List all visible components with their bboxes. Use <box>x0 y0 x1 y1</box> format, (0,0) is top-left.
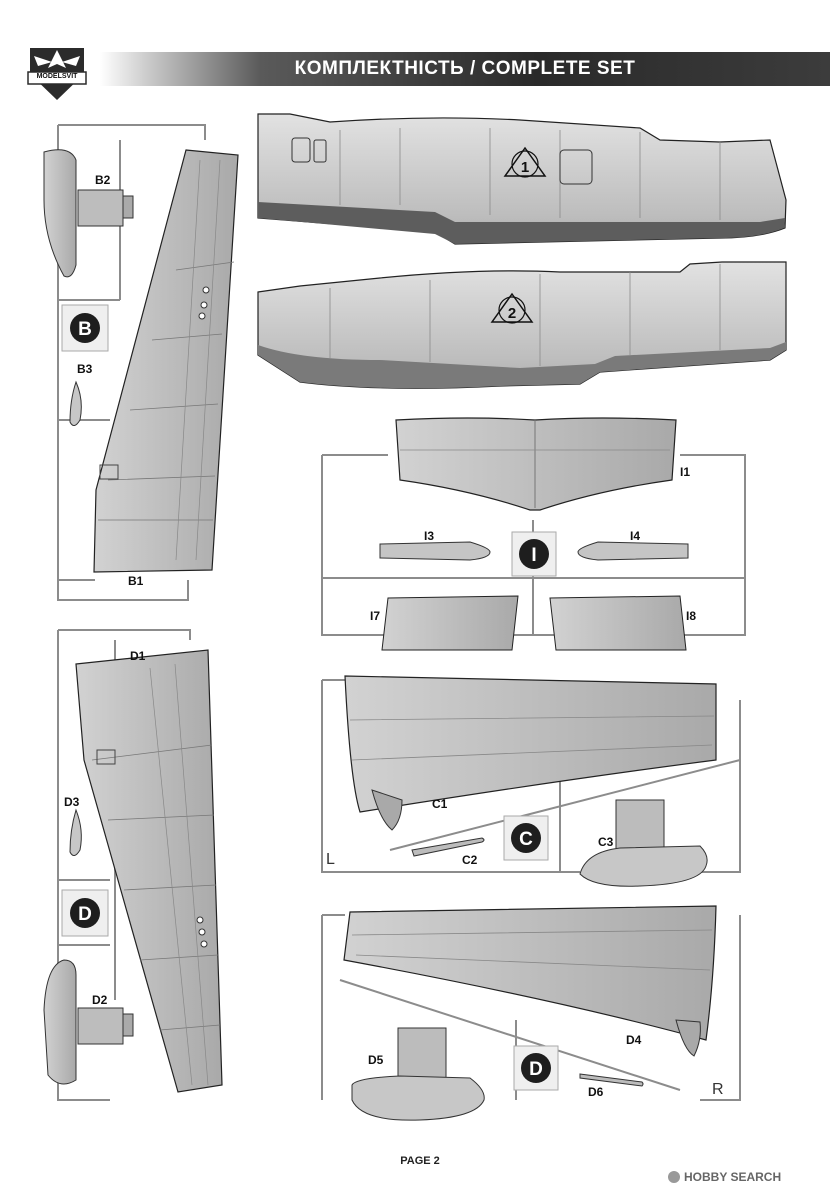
part-b1 <box>93 149 239 573</box>
fuselage-marker-2: 2 <box>508 305 516 322</box>
label-i1: I1 <box>680 465 690 479</box>
sprue-letter-c-circle <box>511 823 541 853</box>
part-d3 <box>69 808 82 856</box>
label-d4: D4 <box>626 1033 642 1047</box>
sprue-letter-b: B <box>78 319 92 340</box>
part-d4 <box>343 905 717 1057</box>
label-c3: C3 <box>598 835 614 849</box>
modelsvit-logo <box>27 48 87 100</box>
fuselage-marker-1: 1 <box>521 159 529 176</box>
sprue-letter-d-left: D <box>78 904 92 925</box>
sprue-c: C1 C2 C C3 L <box>321 675 741 887</box>
label-d3: D3 <box>64 795 80 809</box>
label-i4: I4 <box>630 529 640 543</box>
header-bar <box>100 52 830 86</box>
sprue-letter-d-right-circle <box>521 1053 551 1083</box>
fuselage-half-1: 1 <box>257 113 787 245</box>
watermark: HOBBY SEARCH <box>668 1170 781 1184</box>
part-d5 <box>351 1027 485 1121</box>
part-c3 <box>579 799 708 887</box>
page-number: PAGE 2 <box>400 1155 440 1167</box>
part-d6 <box>579 1073 644 1087</box>
part-c2 <box>411 837 485 857</box>
label-b2: B2 <box>95 173 111 187</box>
label-d5: D5 <box>368 1053 384 1067</box>
part-i7 <box>381 595 519 651</box>
hobby-search-icon <box>668 1171 680 1183</box>
sprue-letter-b-circle <box>70 313 100 343</box>
part-b3 <box>69 380 82 426</box>
page-title: КОМПЛЕКТНІСТЬ / COMPLETE SET <box>294 58 636 79</box>
label-b3: B3 <box>77 362 93 376</box>
part-i4 <box>577 541 689 561</box>
part-b2 <box>43 149 134 278</box>
sprue-letter-c: C <box>519 829 533 850</box>
label-c1: C1 <box>432 797 448 811</box>
label-d6: D6 <box>588 1085 604 1099</box>
sprue-letter-i-circle <box>519 539 549 569</box>
sprue-letter-i: I <box>531 545 536 566</box>
part-i3 <box>379 541 491 561</box>
sprue-side-l: L <box>326 851 335 868</box>
part-i1 <box>395 417 677 511</box>
part-c1 <box>344 675 717 831</box>
logo-text: MODELSVIT <box>36 73 78 80</box>
sprue-i: I1 I3 I4 I I7 I8 <box>321 417 746 651</box>
sprue-letter-d-right: D <box>529 1059 543 1080</box>
fuselage-half-2: 2 <box>257 261 787 389</box>
watermark-text: HOBBY SEARCH <box>684 1170 782 1184</box>
label-b1: B1 <box>128 574 144 588</box>
part-i8 <box>549 595 687 651</box>
label-i7: I7 <box>370 609 380 623</box>
sprue-d-left: D1 D3 D D2 <box>43 629 223 1101</box>
part-d1 <box>75 649 223 1093</box>
label-c2: C2 <box>462 853 478 867</box>
sprue-d-right: D4 D5 D D6 R <box>321 905 741 1121</box>
label-i8: I8 <box>686 609 696 623</box>
label-d2: D2 <box>92 993 108 1007</box>
sprue-side-r: R <box>712 1081 724 1098</box>
part-d2 <box>43 959 134 1085</box>
label-i3: I3 <box>424 529 434 543</box>
sprue-letter-d-left-circle <box>70 898 100 928</box>
sprue-b: B2 B3 B B1 <box>43 124 239 601</box>
label-d1: D1 <box>130 649 146 663</box>
